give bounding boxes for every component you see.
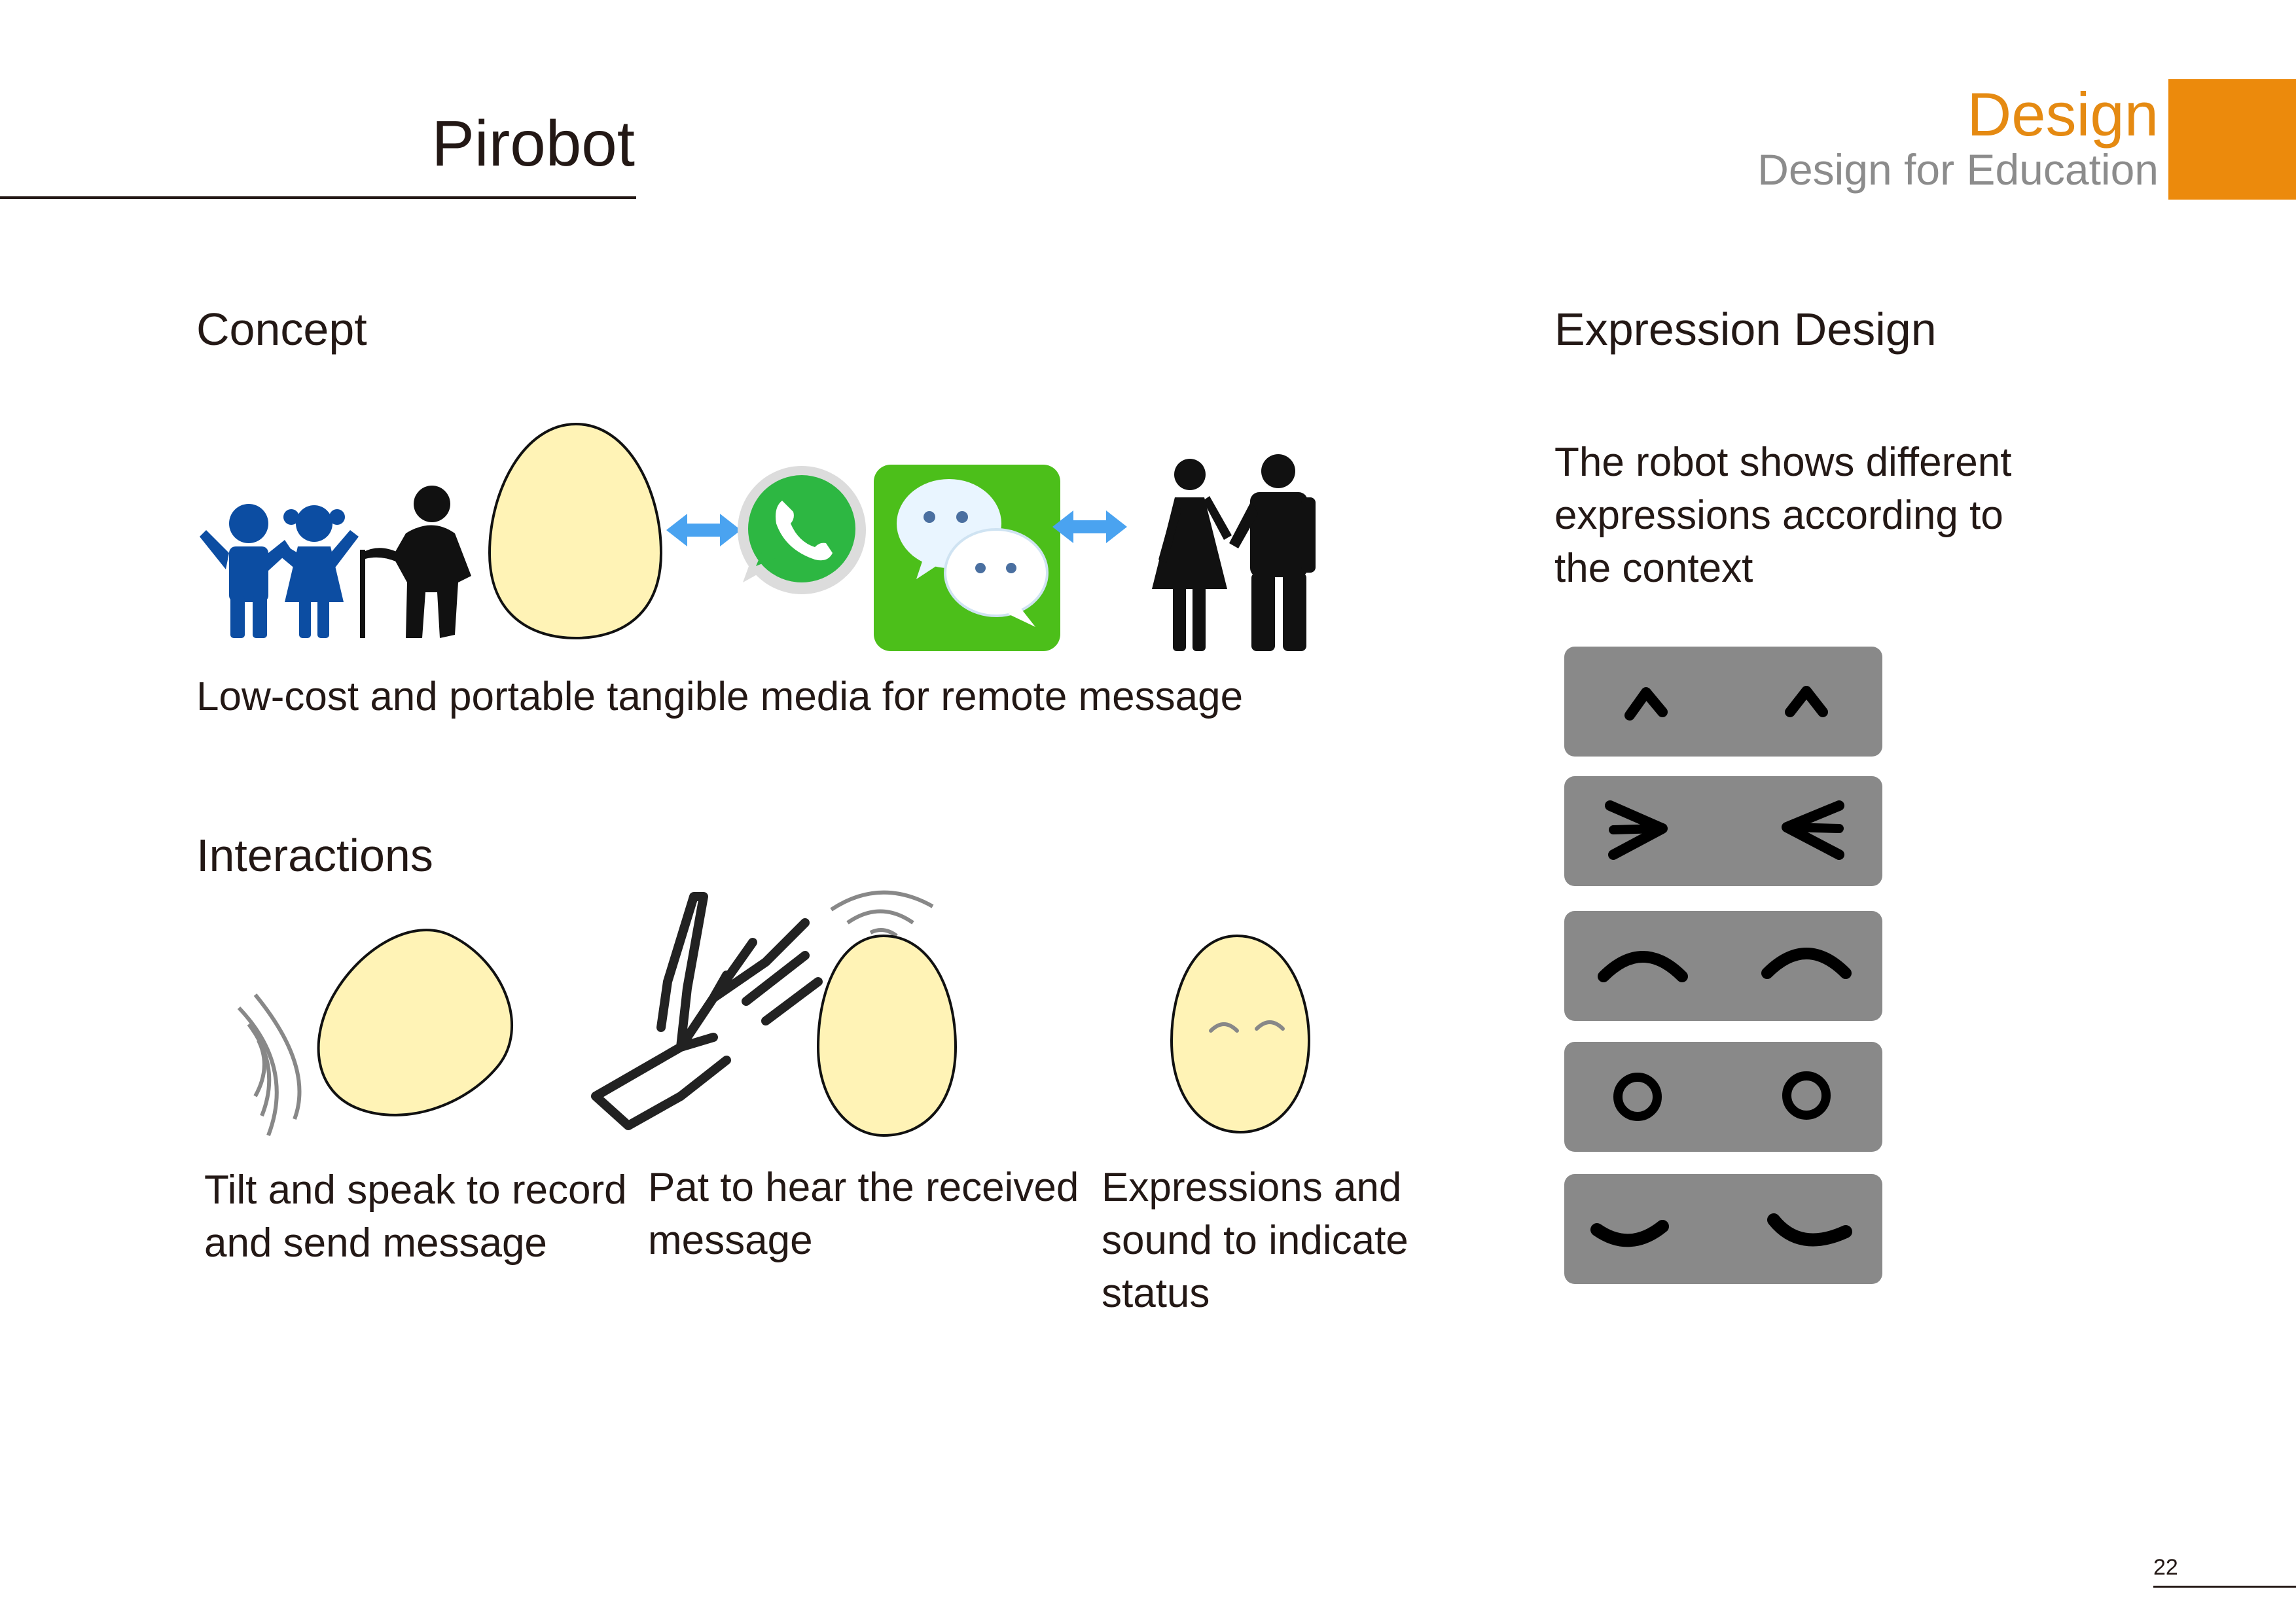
child-girl-icon [276, 505, 359, 638]
accent-block [2168, 79, 2296, 200]
face-happy [1564, 647, 1882, 757]
interactions-illustration [237, 890, 1311, 1137]
whatsapp-icon [738, 466, 866, 594]
concept-caption: Low-cost and portable tangible media for… [196, 674, 1244, 719]
subcategory-label: Design for Education [1757, 145, 2159, 194]
hand-icon [591, 892, 823, 1130]
concept-heading: Concept [196, 304, 367, 355]
wechat-icon [874, 465, 1060, 651]
expression-design-description: The robot shows different expressions ac… [1554, 440, 2012, 591]
pirobot-egg-icon [816, 934, 958, 1137]
interaction-caption-expressions: Expressions and sound to indicate status [1102, 1165, 1408, 1316]
child-boy-icon [200, 504, 291, 638]
expression-design-heading: Expression Design [1554, 304, 1937, 355]
bidirectional-arrow-icon [1052, 510, 1127, 543]
title-underline [0, 196, 636, 199]
couple-icon [1152, 454, 1316, 651]
face-smiling [1564, 1174, 1882, 1284]
interaction-caption-pat: Pat to hear the received message [648, 1165, 1079, 1263]
elder-person-icon [360, 486, 471, 638]
interactions-heading: Interactions [196, 830, 433, 881]
bidirectional-arrow-icon [666, 514, 741, 546]
face-surprised [1564, 1042, 1882, 1152]
face-closed-eyes [1564, 911, 1882, 1021]
expression-egg-icon [1170, 934, 1311, 1134]
page-title: Pirobot [431, 107, 635, 179]
closed-eye-icon [1255, 1020, 1285, 1031]
concept-illustration [200, 422, 1316, 651]
tilted-egg-icon [317, 929, 514, 1116]
pirobot-egg-icon [488, 422, 663, 640]
sound-waves-icon [237, 993, 302, 1137]
face-squint [1564, 776, 1882, 886]
category-label: Design [1967, 80, 2159, 149]
page-number: 22 [2153, 1555, 2178, 1580]
page-number-underline [2153, 1586, 2296, 1588]
interaction-caption-tilt: Tilt and speak to record and send messag… [204, 1168, 627, 1266]
sound-waves-icon [830, 890, 934, 938]
closed-eye-icon [1209, 1022, 1239, 1033]
